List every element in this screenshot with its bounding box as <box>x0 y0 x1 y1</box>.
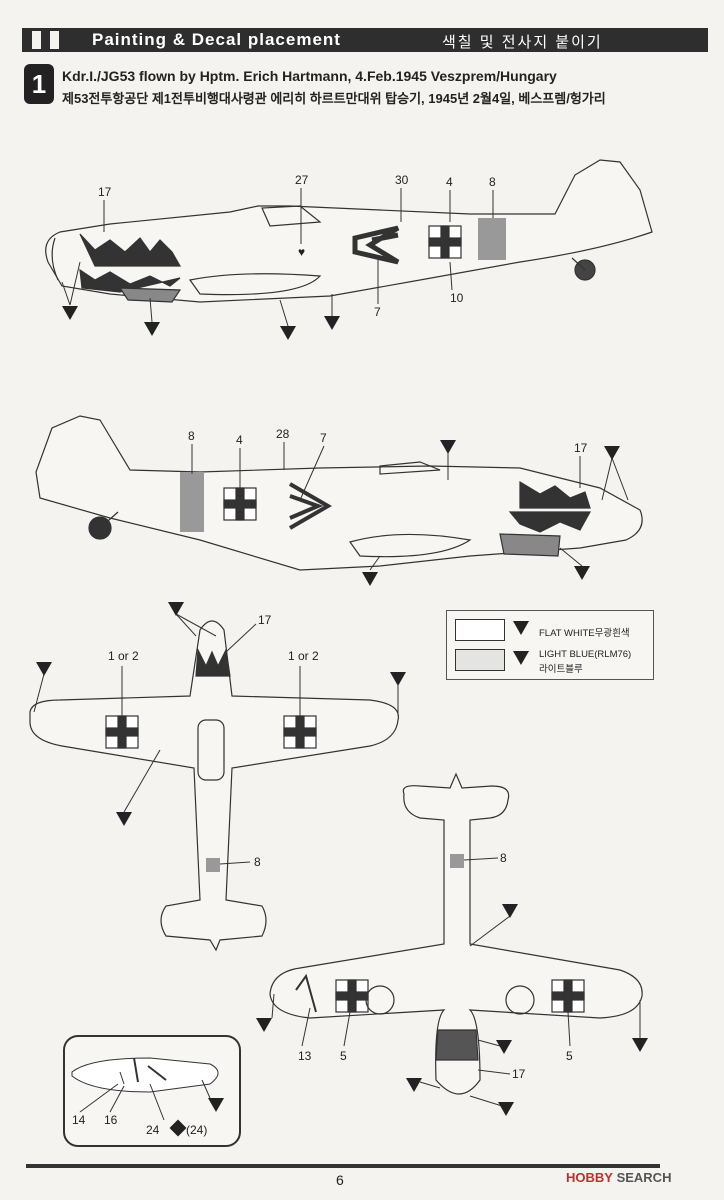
scheme-title-english: Kdr.I./JG53 flown by Hptm. Erich Hartman… <box>62 68 557 84</box>
label-1or2-left: 1 or 2 <box>108 649 139 663</box>
marker-17-icon <box>513 651 529 665</box>
top-view <box>29 620 400 952</box>
label-28: 28 <box>276 427 290 441</box>
legend-flat-white: FLAT WHITE무광흰색 <box>539 628 630 639</box>
chevron-marking <box>352 225 400 265</box>
right-side-labels: 8 4 28 7 17 <box>188 427 588 455</box>
label-4: 4 <box>446 175 453 189</box>
top-view-leaders <box>33 613 399 865</box>
label-17-r: 17 <box>574 441 588 455</box>
flat-white-swatch <box>455 619 505 641</box>
scheme-title-korean: 제53전투항공단 제1전투비행대사령관 에리히 하르트만대위 탑승기, 1945… <box>62 91 606 106</box>
bottom-view-leaders <box>271 857 641 1107</box>
right-side-view <box>35 415 643 571</box>
section-roman-icon <box>28 31 68 49</box>
spinner-flames <box>79 233 182 267</box>
label-7: 7 <box>374 305 381 319</box>
label-17-bottom: 17 <box>512 1067 526 1081</box>
label-17: 17 <box>98 185 112 199</box>
label-24: 24 <box>146 1123 160 1137</box>
label-17-top: 17 <box>258 613 272 627</box>
label-8: 8 <box>489 175 496 189</box>
header-bar: Painting & Decal placement 색칠 및 전사지 붙이기 <box>22 28 708 52</box>
chevron-marking-right <box>288 482 332 530</box>
bottom-view <box>269 772 643 1095</box>
page-number: 6 <box>336 1172 344 1188</box>
heart-icon: ♥ <box>298 245 305 259</box>
label-16: 16 <box>104 1113 118 1127</box>
legend-light-blue-ko: 라이트블루 <box>539 664 583 675</box>
label-7-r: 7 <box>320 431 327 445</box>
label-5-left: 5 <box>340 1049 347 1063</box>
left-side-markers <box>62 306 340 340</box>
label-10: 10 <box>450 291 464 305</box>
legend-light-blue: LIGHT BLUE(RLM76) <box>539 649 632 660</box>
yellow-band <box>478 218 506 260</box>
label-14: 14 <box>72 1113 86 1127</box>
page-title: Painting & Decal placement <box>92 30 341 49</box>
label-8-r: 8 <box>188 429 195 443</box>
label-27: 27 <box>295 173 309 187</box>
label-24-paren: (24) <box>186 1123 207 1137</box>
right-side-leaders <box>191 442 629 571</box>
light-blue-swatch <box>455 649 505 671</box>
top-view-labels: 1 or 2 1 or 2 17 8 <box>108 613 319 869</box>
label-8-bottom: 8 <box>500 851 507 865</box>
label-1or2-right: 1 or 2 <box>288 649 319 663</box>
step-number-badge: 1 <box>24 64 54 104</box>
color-legend: FLAT WHITE무광흰색 LIGHT BLUE(RLM76) 라이트블루 <box>446 610 654 680</box>
label-30: 30 <box>395 173 409 187</box>
label-4-r: 4 <box>236 433 243 447</box>
left-side-view: ♥ <box>45 159 653 303</box>
label-5-right: 5 <box>566 1049 573 1063</box>
left-side-labels: 17 27 30 4 8 10 7 <box>98 173 496 319</box>
left-side-leaders <box>61 188 494 327</box>
page-title-korean: 색칠 및 전사지 붙이기 <box>442 34 603 51</box>
label-8-top: 8 <box>254 855 261 869</box>
inset-detail: 14 16 24 (24) <box>63 1035 241 1147</box>
marker-1-icon <box>513 621 529 635</box>
footer-rule <box>26 1164 660 1168</box>
watermark-logo: HOBBY SEARCH <box>566 1170 672 1185</box>
label-13: 13 <box>298 1049 312 1063</box>
bottom-view-labels: 8 13 5 5 17 <box>298 851 573 1081</box>
